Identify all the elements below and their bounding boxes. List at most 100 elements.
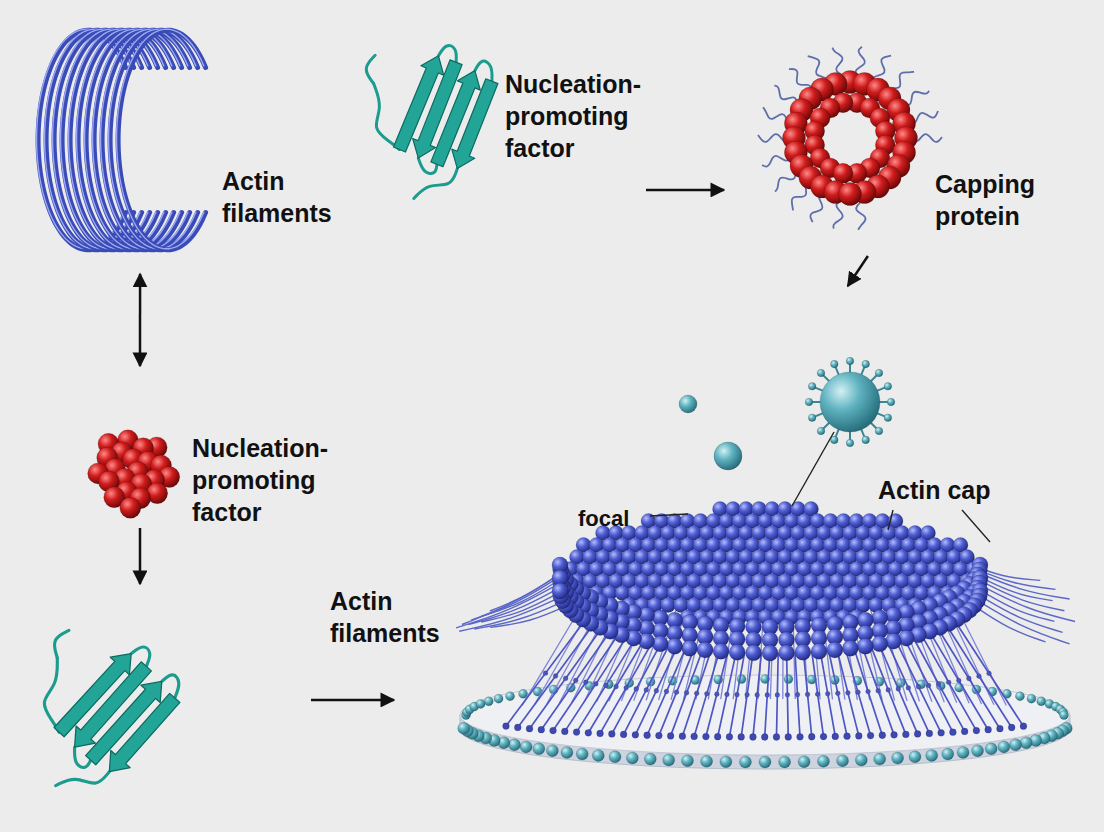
filament-foot: [620, 731, 627, 738]
filament-bead: [876, 688, 881, 693]
filament-bead: [553, 674, 558, 679]
virus-spike-tip: [862, 360, 870, 368]
arrow-connector: [139, 274, 142, 366]
filament-bead: [846, 690, 851, 695]
membrane-bead: [508, 739, 520, 751]
figure-label: Nucleation-promoting factor: [192, 432, 362, 528]
filament-foot: [750, 734, 757, 741]
dome-rim-subunit: [827, 642, 843, 658]
filament-bead: [977, 674, 982, 679]
filament-foot: [844, 733, 851, 740]
filament-foot: [655, 732, 662, 739]
figure-node: Capping protein: [730, 30, 1090, 250]
arrow-connector: [646, 189, 724, 192]
filament-bead: [966, 676, 971, 681]
dome-rim-subunit: [857, 638, 873, 654]
actin-filament: [577, 639, 636, 733]
filament-bead: [563, 676, 568, 681]
dome-rim-subunit: [872, 636, 888, 652]
actin-filament: [659, 649, 694, 736]
filament-bead: [856, 690, 861, 695]
filament-foot: [550, 727, 557, 734]
leader-line: [792, 432, 834, 506]
filament-bead: [835, 691, 840, 696]
filament-bead: [654, 688, 659, 693]
dome-rim-subunit: [552, 583, 568, 599]
dome-rim-subunit: [746, 645, 762, 661]
filament-bead: [735, 692, 740, 697]
filament-foot: [714, 733, 721, 740]
filament-bead: [825, 691, 830, 696]
filament-bead: [725, 692, 730, 697]
actin-hair: [459, 596, 563, 631]
membrane-bead: [909, 751, 921, 763]
membrane-bead: [533, 743, 545, 755]
dome-rim-subunit: [795, 644, 811, 660]
filament-bead: [946, 680, 951, 685]
filament-bead: [644, 687, 649, 692]
floating-sphere: [714, 442, 742, 470]
filament-foot: [985, 726, 992, 733]
filament-bead: [956, 678, 961, 683]
actin-filament: [600, 642, 652, 733]
actin-hair: [980, 585, 1075, 621]
figure-label: Actin filaments: [330, 585, 470, 649]
filament-foot: [632, 731, 639, 738]
protein-loop: [365, 55, 377, 84]
filament-foot: [644, 732, 651, 739]
virus-body: [820, 372, 880, 432]
membrane-bead: [739, 756, 751, 768]
figure-node: Actin filaments: [30, 590, 305, 785]
filament-bead: [684, 690, 689, 695]
virus-spike-tip: [884, 414, 892, 422]
filament-bead: [704, 691, 709, 696]
filament-bead: [573, 678, 578, 683]
leader-line: [888, 510, 893, 530]
filament-foot: [949, 729, 956, 736]
membrane-bead: [1015, 692, 1024, 701]
actin-filament: [820, 651, 835, 736]
virus-spike-tip: [817, 369, 825, 377]
membrane-bead: [546, 745, 558, 757]
membrane-bead: [1010, 739, 1022, 751]
filament-foot: [1020, 723, 1027, 730]
arrow-connector: [139, 528, 142, 584]
filament-foot: [679, 733, 686, 740]
filament-bead: [614, 684, 619, 689]
dome-rim-subunit: [885, 633, 901, 649]
membrane-bead: [681, 755, 693, 767]
figure-label: Capping protein: [935, 168, 1075, 232]
membrane-bead: [1037, 697, 1046, 706]
filament-foot: [997, 725, 1004, 732]
actin-filament: [829, 651, 847, 737]
red-subunit: [839, 183, 862, 206]
actin-filament: [765, 653, 770, 737]
protein-loop: [56, 759, 110, 798]
actin-filament: [955, 621, 1024, 727]
figure-node: focal Actin cap: [400, 292, 1090, 780]
figure-label: focal: [578, 503, 629, 535]
beta-strand: [446, 78, 505, 169]
membrane-bead: [1020, 737, 1032, 749]
actin-hair: [978, 594, 1063, 632]
filament-bead: [583, 680, 588, 685]
filament-bead: [674, 690, 679, 695]
membrane-bead: [476, 699, 485, 708]
filament-foot: [585, 729, 592, 736]
membrane-bead: [494, 694, 503, 703]
virus-spike-tip: [887, 398, 895, 406]
filament-bead: [775, 693, 780, 698]
filament-bead: [604, 683, 609, 688]
membrane-bead: [874, 753, 886, 765]
membrane-structure: [456, 502, 1075, 770]
membrane-bead: [998, 741, 1010, 753]
figure-label: Actin cap: [878, 474, 991, 506]
figure-label: Actin filaments: [222, 165, 362, 229]
capping-protein-ring: [758, 47, 942, 230]
actin-hair: [971, 603, 1046, 641]
dome-rim-subunit: [762, 645, 778, 661]
membrane-bead: [957, 746, 969, 758]
filament-foot: [820, 733, 827, 740]
filament-foot: [797, 733, 804, 740]
figure-node: Nucleation-promoting factor: [90, 372, 345, 522]
